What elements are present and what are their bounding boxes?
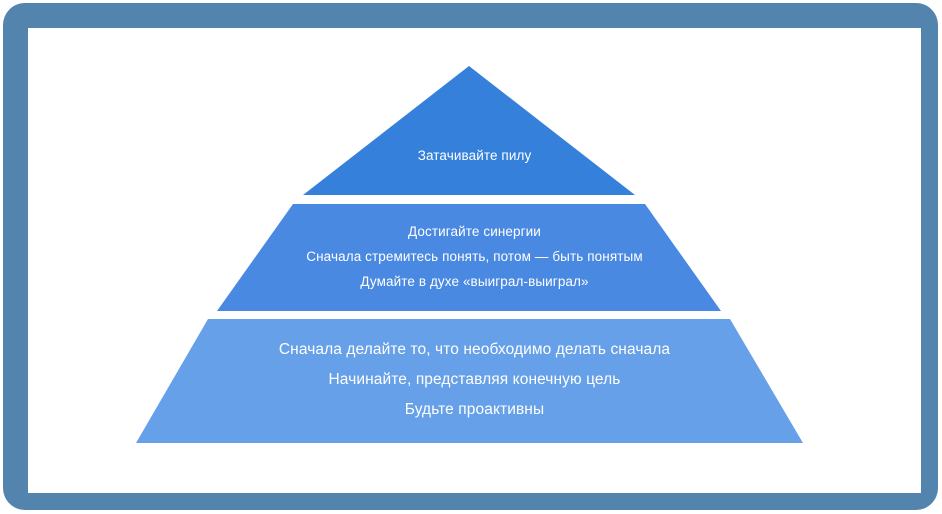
slide-canvas: Затачивайте пилу Достигайте синергии Сна… [28, 28, 921, 493]
slide-frame: Затачивайте пилу Достигайте синергии Сна… [3, 3, 938, 510]
pyramid-tier-bottom-label-line-2: Начинайте, представляя конечную цель [328, 371, 621, 388]
pyramid-diagram: Затачивайте пилу Достигайте синергии Сна… [28, 28, 921, 493]
pyramid-shapes [136, 66, 803, 443]
pyramid-tier-bottom-label-line-3: Будьте проактивны [404, 401, 545, 418]
pyramid-tier-middle-label-line-2: Сначала стремитесь понять, потом — быть … [306, 249, 643, 264]
pyramid-tier-bottom-shape[interactable] [136, 319, 803, 443]
pyramid-tier-middle-label-line-3: Думайте в духе «выиграл-выиграл» [360, 274, 589, 289]
pyramid-tier-bottom-label-line-1: Сначала делайте то, что необходимо делат… [278, 341, 671, 358]
pyramid-tier-middle-shape[interactable] [217, 204, 721, 311]
pyramid-tier-top-shape[interactable] [303, 66, 635, 195]
pyramid-tier-top-label: Затачивайте пилу [417, 148, 532, 163]
pyramid-tier-middle-label-line-1: Достигайте синергии [408, 224, 541, 239]
